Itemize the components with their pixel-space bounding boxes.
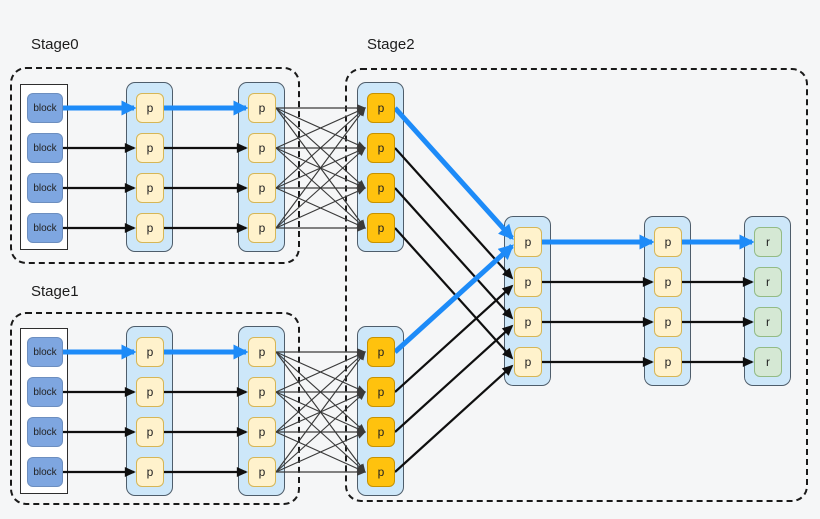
processor-node: p	[136, 133, 164, 163]
result-node: r	[754, 227, 782, 257]
edge-crossing	[275, 187, 367, 229]
edge-highlight	[393, 244, 514, 354]
processor-node: p	[248, 133, 276, 163]
processor-node: p	[248, 213, 276, 243]
processor-node: p	[248, 417, 276, 447]
block-node: block	[27, 173, 63, 203]
stage2-boundary	[345, 68, 808, 502]
edge-crossing	[275, 351, 366, 473]
processor-node: p	[367, 133, 395, 163]
block-node: block	[27, 417, 63, 447]
result-node: r	[754, 267, 782, 297]
stage2-title: Stage2	[367, 36, 415, 53]
processor-node: p	[136, 377, 164, 407]
processor-node: p	[514, 267, 542, 297]
block-node: block	[27, 213, 63, 243]
processor-node: p	[248, 457, 276, 487]
edge-crossing	[275, 351, 367, 393]
edge-crossing	[275, 107, 367, 149]
edge-row	[394, 284, 514, 393]
processor-node: p	[248, 173, 276, 203]
processor-node: p	[654, 267, 682, 297]
edge-row	[394, 324, 514, 433]
processor-node: p	[248, 93, 276, 123]
stage0-title: Stage0	[31, 36, 79, 53]
processor-node: p	[367, 93, 395, 123]
processor-node: p	[367, 417, 395, 447]
edge-crossing	[275, 107, 366, 189]
block-node: block	[27, 457, 63, 487]
processor-node: p	[136, 213, 164, 243]
edge-crossing	[275, 391, 366, 473]
processor-node: p	[514, 347, 542, 377]
edge-crossing	[275, 147, 366, 229]
processor-node: p	[654, 227, 682, 257]
processor-node: p	[248, 377, 276, 407]
processor-node: p	[136, 173, 164, 203]
processor-node: p	[514, 227, 542, 257]
edge-crossing	[275, 351, 366, 433]
processor-node: p	[136, 417, 164, 447]
block-node: block	[27, 337, 63, 367]
edge-crossing	[275, 107, 366, 229]
block-node: block	[27, 93, 63, 123]
processor-node: p	[367, 213, 395, 243]
stage0-boundary	[10, 67, 300, 264]
edge-row	[394, 187, 514, 320]
processor-node: p	[367, 337, 395, 367]
edge-highlight	[393, 106, 514, 240]
edge-row	[394, 147, 514, 280]
processor-node: p	[654, 347, 682, 377]
edge-row	[394, 364, 514, 473]
edge-crossing	[275, 431, 367, 473]
edge-row	[394, 227, 514, 360]
processor-node: p	[367, 457, 395, 487]
result-node: r	[754, 347, 782, 377]
processor-node: p	[136, 457, 164, 487]
processor-node: p	[514, 307, 542, 337]
result-node: r	[754, 307, 782, 337]
processor-node: p	[367, 377, 395, 407]
processor-node: p	[654, 307, 682, 337]
stage1-boundary	[10, 312, 300, 505]
processor-node: p	[367, 173, 395, 203]
processor-node: p	[136, 93, 164, 123]
processor-node: p	[136, 337, 164, 367]
stage1-title: Stage1	[31, 283, 79, 300]
block-node: block	[27, 377, 63, 407]
block-node: block	[27, 133, 63, 163]
processor-node: p	[248, 337, 276, 367]
